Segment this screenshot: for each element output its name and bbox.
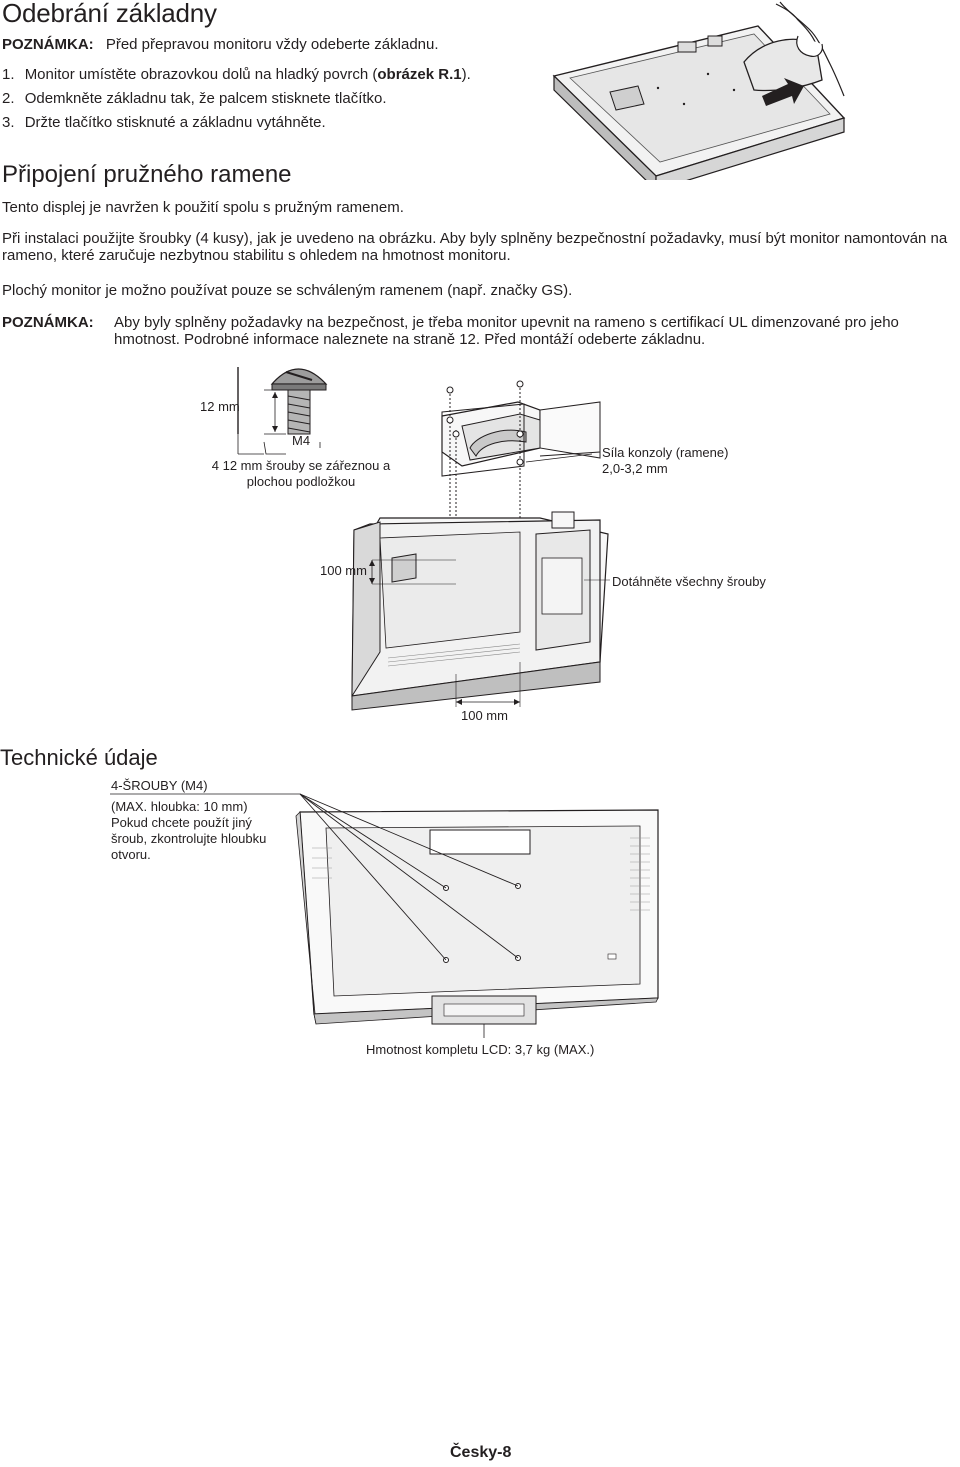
page-number: Česky-8 [450, 1444, 512, 1461]
step-number: 2. [2, 90, 15, 107]
step-number: 3. [2, 114, 15, 131]
list-item: 1. Monitor umístěte obrazovkou dolů na h… [2, 66, 562, 90]
push-arrow-icon [762, 78, 804, 106]
base-removal-figure [552, 1, 846, 180]
bracket-value: 2,0-3,2 mm [602, 461, 668, 476]
arm-title: Připojení pružného ramene [2, 161, 292, 188]
arm-paragraph-1: Při instalaci použijte šroubky (4 kusy),… [2, 230, 948, 264]
screws-spec-label: 4-ŠROUBY (M4) [111, 778, 208, 793]
removal-step-list: 1. Monitor umístěte obrazovkou dolů na h… [2, 66, 562, 138]
list-item: 2. Odemkněte základnu tak, že palcem sti… [2, 90, 562, 114]
note-label: POZNÁMKA: [2, 36, 94, 53]
removal-title: Odebrání základny [2, 0, 217, 28]
removal-note: POZNÁMKA: Před přepravou monitoru vždy o… [2, 36, 562, 53]
list-item: 3. Držte tlačítko stisknuté a základnu v… [2, 114, 562, 138]
arm-mounting-figure [237, 367, 610, 711]
screws-description: 4 12 mm šrouby se zářeznou a plochou pod… [211, 458, 391, 489]
note-text: Před přepravou monitoru vždy odeberte zá… [105, 36, 439, 53]
arm-paragraph-2: Plochý monitor je možno používat pouze s… [2, 282, 573, 299]
note-label: POZNÁMKA: [2, 314, 94, 331]
step-number: 1. [2, 66, 15, 83]
step-text: Monitor umístěte obrazovkou dolů na hlad… [24, 66, 378, 83]
screw-type-label: M4 [292, 433, 311, 448]
weight-label: Hmotnost kompletu LCD: 3,7 kg (MAX.) [366, 1042, 595, 1057]
specs-title: Technické údaje [0, 745, 158, 770]
bracket-thickness-label: Síla konzoly (ramene) 2,0-3,2 mm [602, 445, 802, 477]
horizontal-dimension-label: 100 mm [461, 708, 508, 723]
note-text: Aby byly splněny požadavky na bezpečnost… [114, 314, 899, 348]
screw-icon [237, 367, 328, 435]
step-text: Držte tlačítko stisknuté a základnu vytá… [24, 114, 326, 131]
bracket-label: Síla konzoly (ramene) [602, 445, 729, 460]
screw-length-label: 12 mm [200, 399, 240, 414]
step-text: Odemkněte základnu tak, že palcem stiskn… [24, 90, 387, 107]
tighten-screws-label: Dotáhněte všechny šrouby [612, 574, 766, 589]
figure-reference: obrázek R.1 [377, 66, 462, 83]
step-text-end: ). [461, 66, 471, 83]
hand-icon [775, 1, 845, 97]
screws-spec-note: (MAX. hloubka: 10 mm) Pokud chcete použí… [111, 799, 267, 862]
vertical-dimension-label: 100 mm [320, 563, 367, 578]
monitor-back-figure [110, 793, 659, 1038]
arm-intro: Tento displej je navržen k použití spolu… [2, 199, 404, 216]
